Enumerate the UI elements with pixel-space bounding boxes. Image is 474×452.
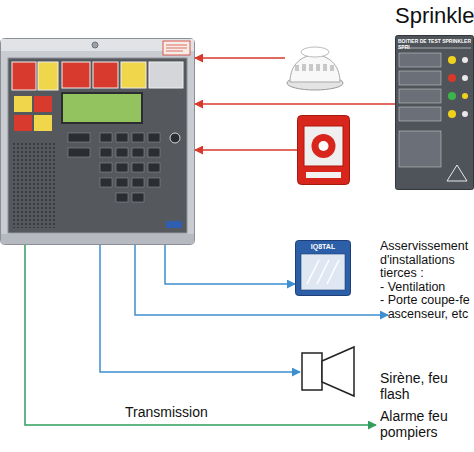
test-box-lamp <box>462 111 468 117</box>
panel-lock <box>92 42 98 48</box>
panel-lcd <box>62 93 142 123</box>
panel-indicator <box>14 115 32 131</box>
call-point-button <box>312 134 336 158</box>
panel-key-switch <box>170 133 180 143</box>
box-body: BOITIER DE TEST SPRINKLER SPRI <box>398 38 472 50</box>
call-point-window <box>304 126 343 166</box>
signal-arrow <box>100 245 300 372</box>
smoke-detector-drawing <box>285 34 345 92</box>
output-item: - ascenseur, etc <box>380 308 468 322</box>
panel-indicator <box>34 96 52 112</box>
panel-module <box>149 62 183 88</box>
call-point-body <box>298 116 350 185</box>
device-caption: Sirène, feu flash <box>380 370 452 402</box>
box-heading: Sprinkle <box>395 2 474 30</box>
signal-arrow <box>165 245 295 284</box>
test-box-lamp <box>462 75 468 81</box>
fire-panel-drawing <box>0 38 195 245</box>
panel-indicator <box>34 115 52 131</box>
siren: Sirène, feu flash <box>300 345 356 398</box>
control-point: IQ8TALAsservissement d'installations tie… <box>295 240 351 296</box>
detector-slots <box>295 64 334 71</box>
panel-bottom-strip <box>1 234 194 244</box>
test-box-lamp <box>462 93 468 99</box>
panel-module <box>121 62 146 88</box>
output-caption: Alarme feu pompiers <box>380 408 472 440</box>
panel-module <box>62 62 90 88</box>
panel-speaker-grill <box>13 143 55 228</box>
output-heading: Asservissement d'installations tierces : <box>380 240 474 281</box>
call-point-drawing <box>297 115 350 185</box>
test-box-lamp <box>448 56 456 64</box>
signal-arrow <box>195 57 285 59</box>
output-item: - Ventilation <box>380 281 445 295</box>
panel-sticker <box>163 41 190 55</box>
output-item: - Porte coupe-fe <box>380 294 470 308</box>
panel-module <box>38 62 58 90</box>
panel-face <box>8 58 187 233</box>
control-point-glare <box>307 260 339 284</box>
transmission-wire <box>25 245 376 425</box>
siren-body <box>302 353 322 390</box>
control-point-window <box>301 254 345 290</box>
sprinkler-test-box: SprinkleBOITIER DE TEST SPRINKLER SPRI <box>395 35 474 190</box>
panel-sticker-lines <box>166 45 187 51</box>
test-box-logo <box>447 165 467 181</box>
panel-module <box>12 62 36 90</box>
test-box-lamp <box>448 110 456 118</box>
signal-arrow <box>195 103 395 105</box>
test-box-body <box>396 36 474 190</box>
siren-horn <box>322 347 354 396</box>
test-box-lamp <box>448 92 456 100</box>
device-label: IQ8TAL <box>295 243 351 251</box>
test-box-lamp <box>462 57 468 63</box>
manual-call-point <box>297 115 350 185</box>
test-box-lamp <box>448 74 456 82</box>
sprinkler-test-box-drawing <box>395 35 474 190</box>
detector-cap <box>301 47 329 57</box>
call-point-plate <box>306 172 341 178</box>
siren-drawing <box>300 345 356 398</box>
call-point-button-center <box>319 141 329 151</box>
panel-housing <box>1 39 195 245</box>
panel-module <box>93 62 118 88</box>
control-point-body <box>296 241 351 296</box>
detector-dome <box>290 55 340 82</box>
panel-keypad <box>68 133 160 202</box>
signal-arrow <box>195 149 297 151</box>
smoke-detector <box>285 34 345 92</box>
test-box-instructions <box>399 53 441 167</box>
wire-label: Transmission <box>125 404 208 420</box>
fire-panel <box>0 38 195 245</box>
panel-indicator <box>14 96 32 112</box>
panel-logo <box>166 221 182 228</box>
